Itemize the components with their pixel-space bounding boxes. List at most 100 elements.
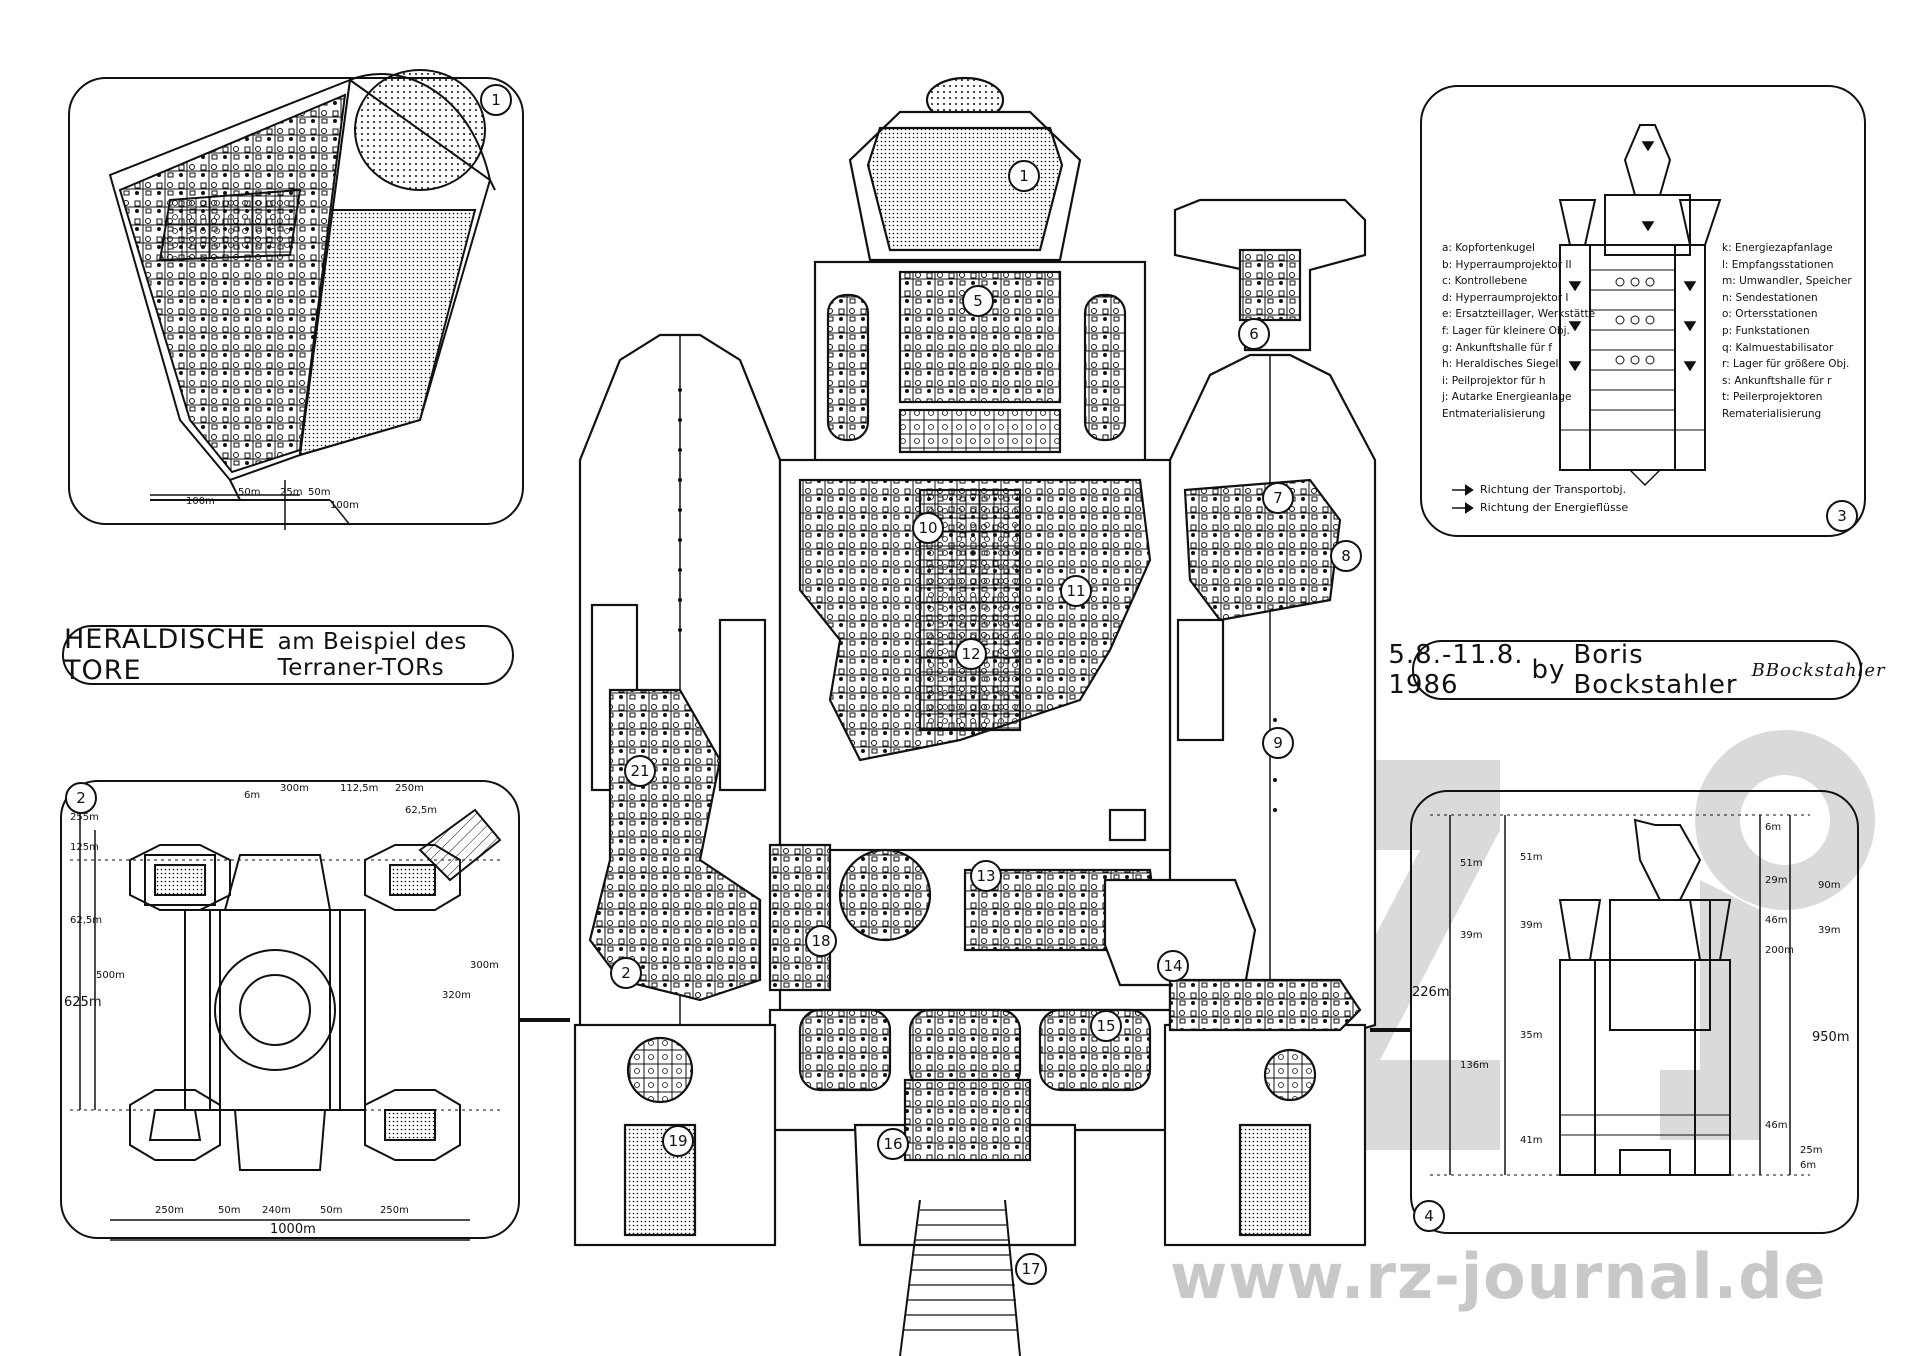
callout-18: 18 — [805, 925, 837, 957]
p2-dim-left-4: 62,5m — [70, 915, 103, 926]
central-gate-illustration — [520, 76, 1410, 1356]
p2-dim-top-2: 250m — [395, 783, 424, 794]
p4-dim-ri-3: 39m — [1520, 920, 1543, 931]
p4-dim-ri-1: 51m — [1520, 852, 1543, 863]
p4-dim-ro-2: 950m — [1812, 1030, 1850, 1045]
p4-dim-ri-5: 200m — [1765, 945, 1794, 956]
legend-item: s: Ankunftshalle für r — [1722, 374, 1832, 387]
credit-by: by — [1531, 655, 1566, 685]
watermark-text: www.rz-journal.de — [1170, 1240, 1827, 1313]
callout-14: 14 — [1157, 950, 1189, 982]
panel-4 — [1410, 790, 1859, 1234]
legend-item: g: Ankunftshalle für f — [1442, 341, 1552, 354]
p4-dim-left-0: 51m — [1460, 858, 1483, 869]
p4-dim-ri-2: 29m — [1765, 875, 1788, 886]
panel-number-1: 1 — [480, 84, 512, 116]
p4-dim-left-2: 226m — [1412, 985, 1450, 1000]
legend-item: d: Hyperraumprojektor I — [1442, 291, 1569, 304]
legend-item: l: Empfangsstationen — [1722, 258, 1834, 271]
panel-3 — [1420, 85, 1866, 537]
callout-8: 8 — [1330, 540, 1362, 572]
callout-11: 11 — [1060, 575, 1092, 607]
credit-box: 5.8.-11.8. 1986 by Boris Bockstahler BBo… — [1388, 640, 1885, 700]
callout-16: 16 — [877, 1128, 909, 1160]
legend-item: n: Sendestationen — [1722, 291, 1818, 304]
callout-12: 12 — [955, 638, 987, 670]
legend-item: p: Funkstationen — [1722, 324, 1810, 337]
p2-dim-top-0: 300m — [280, 783, 309, 794]
legend-item: i: Peilprojektor für h — [1442, 374, 1546, 387]
panel-3-drawing — [1452, 124, 1722, 514]
legend-item: m: Umwandler, Speicher — [1722, 275, 1852, 288]
arrow-note-transport: Richtung der Transportobj. — [1480, 483, 1627, 496]
p1-dim-e: 100m — [330, 500, 359, 511]
callout-19: 19 — [662, 1125, 694, 1157]
credit-author: Boris Bockstahler — [1573, 640, 1738, 700]
legend-item: b: Hyperraumprojektor II — [1442, 258, 1572, 271]
p1-dim-c: 25m — [280, 487, 303, 498]
legend-item: c: Kontrollebene — [1442, 275, 1528, 288]
p4-dim-ro-0: 90m — [1818, 880, 1841, 891]
panel-1 — [68, 77, 524, 525]
title-box: HERALDISCHE TORE am Beispiel des Terrane… — [62, 624, 514, 686]
p4-dim-left-1: 39m — [1460, 930, 1483, 941]
p2-dim-inner-1: 300m — [470, 960, 499, 971]
p2-dim-left-1: 125m — [70, 842, 99, 853]
credit-dates: 5.8.-11.8. 1986 — [1388, 640, 1524, 700]
legend-item: k: Energiezapfanlage — [1722, 242, 1833, 254]
p2-dim-top-1: 112,5m — [340, 783, 379, 794]
callout-21: 21 — [624, 755, 656, 787]
legend-item: e: Ersatzteillager, Werkstätte — [1442, 308, 1596, 321]
p4-dim-br-1: 6m — [1800, 1160, 1817, 1171]
legend-item: o: Ortersstationen — [1722, 308, 1818, 321]
legend-item: t: Peilerprojektoren — [1722, 391, 1823, 404]
legend-item: Rematerialisierung — [1722, 407, 1822, 420]
callout-15: 15 — [1090, 1010, 1122, 1042]
p4-dim-ri-7: 46m — [1765, 1120, 1788, 1131]
callout-7: 7 — [1262, 482, 1294, 514]
p4-dim-ri-8: 41m — [1520, 1135, 1543, 1146]
p4-dim-br-0: 25m — [1800, 1145, 1823, 1156]
p1-dim-d: 50m — [308, 487, 331, 498]
panel-2 — [60, 780, 520, 1239]
p2-dim-total: 1000m — [270, 1222, 316, 1237]
panel-1-drawing — [108, 69, 496, 530]
p2-dim-left-2: 625m — [64, 995, 102, 1010]
p2-dim-left-3: 500m — [96, 970, 125, 981]
p2-dim-top-3: 6m — [244, 790, 261, 801]
callout-6: 6 — [1238, 318, 1270, 350]
p2-dim-bottom-0: 250m — [155, 1205, 184, 1216]
legend-item: Entmaterialisierung — [1442, 407, 1546, 420]
p1-dim-a: 100m — [186, 496, 215, 507]
legend-item: a: Kopfortenkugel — [1442, 242, 1535, 254]
p2-dim-top-4: 62,5m — [405, 805, 438, 816]
legend-item: f: Lager für kleinere Obj. — [1442, 324, 1570, 337]
p2-dim-bottom-3: 50m — [320, 1205, 343, 1216]
callout-1: 1 — [1008, 160, 1040, 192]
p4-dim-ri-0: 6m — [1765, 822, 1782, 833]
callout-17: 17 — [1015, 1253, 1047, 1285]
callout-2: 2 — [610, 957, 642, 989]
callout-9: 9 — [1262, 727, 1294, 759]
p4-dim-ri-6: 35m — [1520, 1030, 1543, 1041]
callout-10: 10 — [912, 512, 944, 544]
legend-item: j: Autarke Energieanlage — [1442, 391, 1572, 404]
panel-number-4: 4 — [1413, 1200, 1445, 1232]
legend-item: q: Kalmuestabilisator — [1722, 341, 1834, 354]
panel-number-3: 3 — [1826, 500, 1858, 532]
legend-left: a: Kopfortenkugel b: Hyperraumprojektor … — [1442, 240, 1595, 423]
callout-13: 13 — [970, 860, 1002, 892]
p2-dim-inner-0: 320m — [442, 990, 471, 1001]
callout-5: 5 — [962, 285, 994, 317]
p2-dim-bottom-4: 250m — [380, 1205, 409, 1216]
legend-right: k: Energiezapfanlage l: Empfangsstatione… — [1722, 240, 1852, 423]
signature: BBockstahler — [1751, 659, 1886, 681]
p4-dim-left-3: 136m — [1460, 1060, 1489, 1071]
title-main: HERALDISCHE TORE — [64, 624, 266, 686]
p2-dim-bottom-1: 50m — [218, 1205, 241, 1216]
p4-dim-ro-1: 39m — [1818, 925, 1841, 936]
panel-2-drawing — [70, 790, 502, 1241]
arrow-note-energy: Richtung der Energieflüsse — [1480, 501, 1629, 514]
p2-dim-bottom-2: 240m — [262, 1205, 291, 1216]
